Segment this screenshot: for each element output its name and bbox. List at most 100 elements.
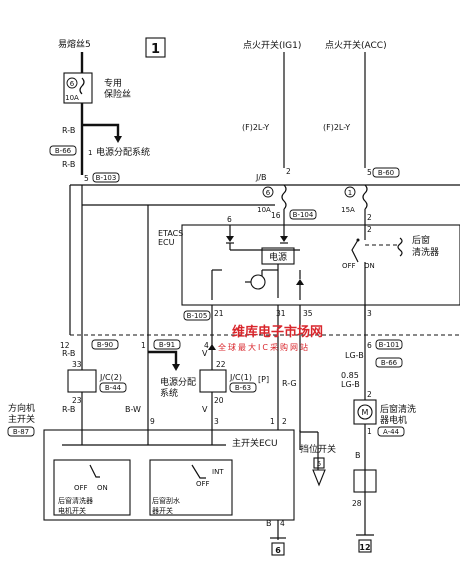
washer-off: OFF [74, 484, 88, 492]
wire-rb-3: R-B [62, 349, 75, 358]
relay-coil [397, 237, 403, 257]
pin-5-acc: 5 [367, 168, 372, 177]
pin-23: 23 [72, 396, 82, 405]
washer-motor-1: 后窗清洗 [380, 403, 416, 415]
wire-rb-4: R-B [62, 405, 75, 414]
wire-rg: R-G [282, 379, 297, 388]
main-ecu-label: 主开关ECU [232, 437, 278, 449]
washer-switch-2: 电机开关 [58, 506, 86, 515]
pin-1-ecu: 1 [270, 417, 275, 426]
pin-2-motor: 2 [367, 390, 372, 399]
wiper-switch-2: 器开关 [152, 506, 173, 515]
ground-1-box [271, 542, 285, 556]
wiper-switch-box [149, 459, 233, 516]
jc1-label: J/C(1) [229, 373, 252, 382]
wire-lgb-2: LG-B [341, 380, 360, 389]
ref-b44-box [99, 382, 127, 393]
etacs-ecu-box [181, 224, 460, 306]
pin-28: 28 [352, 499, 362, 508]
power-dist-2-branch [148, 350, 178, 366]
ref-b90: B-90 [97, 341, 113, 349]
power-dist-arrow [114, 136, 122, 143]
pin-3-ecu: 3 [214, 417, 219, 426]
pin-5-left: 5 [84, 174, 89, 183]
ref-b87-box [7, 426, 35, 437]
watermark-main: 维库电子市场网 [232, 324, 323, 340]
power-box-label: 电源 [269, 251, 287, 263]
jb-fuse-1-element [362, 184, 368, 210]
watermark-sub: 全球最大IC采购网站 [218, 342, 310, 352]
ref-b44: B-44 [105, 384, 122, 392]
diode-1 [226, 236, 234, 242]
ref-a44-box [377, 426, 405, 437]
ref-b105: B-105 [187, 312, 208, 320]
relay-contact-1 [356, 238, 360, 242]
steering-switch-1: 方向机 [8, 402, 35, 414]
v-arrow [208, 344, 216, 350]
wire-p: [P] [258, 375, 269, 384]
pin-4-jb: 4 [204, 341, 209, 350]
washer-motor-2: 器电机 [380, 414, 407, 426]
pin-2-ecu-b: 2 [282, 417, 287, 426]
jb-fuse-6-rating: 10A [257, 206, 271, 214]
steering-switch-2: 主开关 [8, 413, 35, 425]
ref-b66b-box [375, 357, 403, 368]
ignition-acc-label: 点火开关(ACC) [325, 39, 387, 51]
dedicated-fuse-id-circle [66, 77, 78, 89]
ref-b103-box [92, 172, 120, 183]
pin-31: 31 [276, 309, 286, 318]
rear-washer-1: 后窗 [412, 234, 430, 246]
ref-b66a: B-66 [55, 147, 72, 155]
pin-16: 16 [271, 211, 281, 220]
pin-1-motor: 1 [367, 427, 372, 436]
jb-fuse-1-rating: 15A [341, 206, 355, 214]
power-dist-1: 电源分配系统 [96, 146, 150, 158]
pin-12: 12 [60, 341, 70, 350]
dedicated-fuse-name-1: 专用 [104, 77, 122, 89]
wire-lgb-1: LG-B [345, 351, 364, 360]
ref-b66a-box [49, 145, 77, 156]
ref-b104-box [289, 209, 317, 220]
jb-fuse-6-id: 6 [266, 189, 271, 197]
ref-b60-box [372, 167, 400, 178]
dedicated-fuse-name-2: 保险丝 [104, 88, 131, 100]
dedicated-fuse-rating: 10A [65, 94, 79, 102]
ref-b91-box [153, 339, 181, 350]
ref-b103: B-103 [96, 174, 117, 182]
ref-b104: B-104 [293, 211, 314, 219]
wire-b-2: B [266, 519, 272, 528]
wire-v-1: V [202, 349, 208, 358]
washer-switch-1: 后窗清洗器 [58, 496, 93, 505]
rear-washer-2: 清洗器 [412, 246, 439, 258]
wire-v-2: V [202, 405, 208, 414]
ecu-off-label: OFF [342, 262, 356, 270]
fusible-link-label: 易熔丝5 [58, 38, 91, 50]
motor-m: M [362, 408, 369, 417]
jb-fuse-1-circle [344, 186, 356, 198]
power-dist-2-2: 系统 [160, 387, 178, 399]
dedicated-fuse-id: 6 [70, 80, 75, 88]
washer-motor-symbol [357, 404, 373, 420]
ground-2-box [358, 539, 372, 553]
pin-20: 20 [214, 396, 224, 405]
power-dist-2-1: 电源分配 [160, 376, 196, 388]
ref-b91: B-91 [159, 341, 175, 349]
ref-b105-box [183, 310, 211, 321]
diode-2 [280, 236, 288, 242]
pin-6-ecu: 6 [227, 215, 232, 224]
wire-f2ly-2: (F)2L-Y [323, 123, 350, 132]
ecu-on-label: ON [364, 262, 375, 270]
washer-switch-box [53, 459, 131, 516]
gear-switch-symbol [312, 469, 326, 487]
wire-d085: 0.85 [341, 371, 359, 380]
washer-switch-symbol [89, 464, 100, 478]
wire-rb-2: R-B [62, 160, 75, 169]
power-dist-label: 1 [88, 149, 92, 157]
ecu-relay-switch [351, 239, 359, 263]
pin-2-acc: 2 [367, 213, 372, 222]
ref-a44: A-44 [383, 428, 400, 436]
etacs-label-1: ETACS [158, 229, 183, 238]
ref-b90-box [91, 339, 119, 350]
wire-bw: B-W [125, 405, 141, 414]
